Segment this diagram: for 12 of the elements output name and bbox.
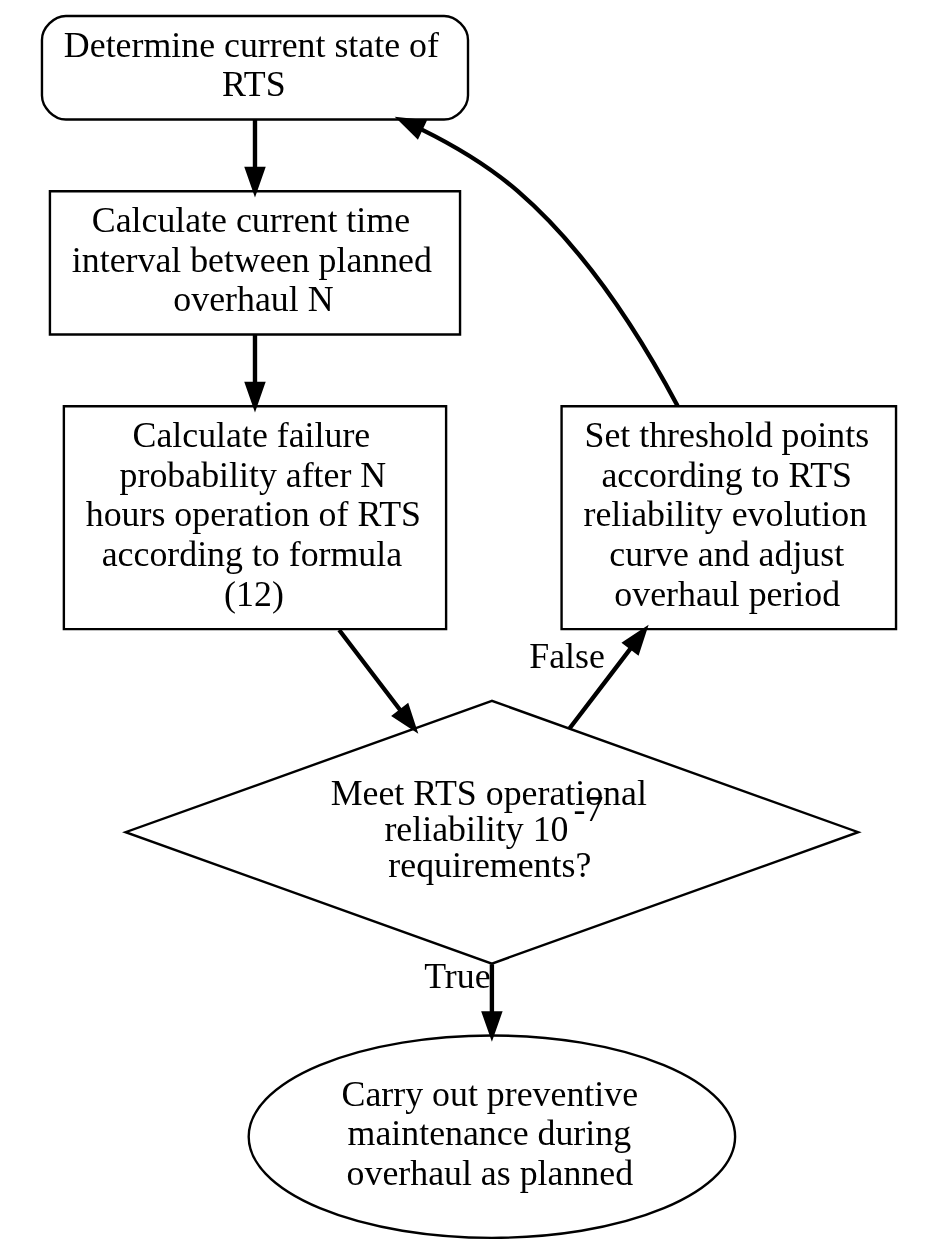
node-box: Calculate failure probability after N hours operation of RTS according to formula (12): [62, 405, 448, 631]
arrow: [394, 116, 680, 407]
node-box: Calculate current time interval between planned overhaul N: [48, 190, 462, 336]
arrow: [337, 628, 419, 734]
edge-label: False: [529, 636, 605, 677]
node-ellipse: Carry out preventive maintenance during overhaul as planned: [247, 1034, 737, 1240]
node-box: Determine current state of RTS: [40, 14, 470, 121]
arrow: [244, 119, 266, 198]
arrow: [244, 334, 266, 413]
arrow: [567, 624, 649, 730]
node-box: Set threshold points according to RTS reliability evolution curve and adjust overhaul period: [560, 405, 898, 631]
arrow: [481, 964, 503, 1042]
